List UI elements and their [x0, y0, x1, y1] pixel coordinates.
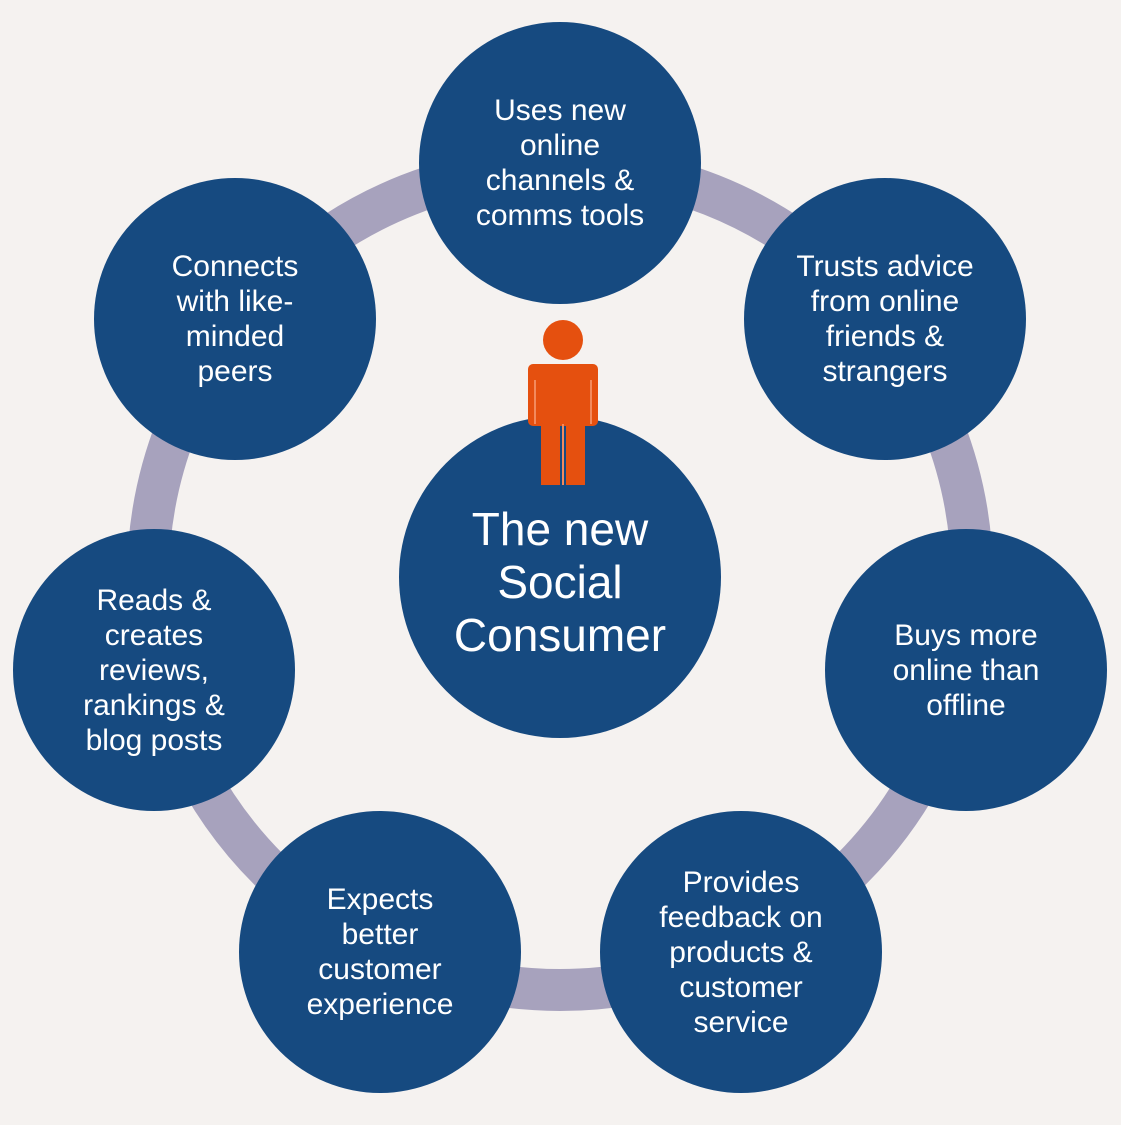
- node-provides-feedback: Provides feedback on products & customer…: [600, 811, 882, 1093]
- node-label: Uses new online channels & comms tools: [475, 94, 645, 232]
- node-label: Buys more online than offline: [892, 618, 1040, 722]
- node-label: Provides feedback on products & customer…: [659, 865, 823, 1039]
- node-expects-better-experience: Expects better customer experience: [239, 811, 521, 1093]
- node-connects-with-peers: Connects with like- minded peers: [94, 178, 376, 460]
- center-title: The new Social Consumer: [453, 502, 667, 661]
- node-trusts-advice: Trusts advice from online friends & stra…: [744, 178, 1026, 460]
- node-reads-creates-reviews: Reads & creates reviews, rankings & blog…: [13, 529, 295, 811]
- person-icon: [528, 320, 598, 485]
- node-label: Expects better customer experience: [306, 883, 454, 1021]
- node-buys-more-online: Buys more online than offline: [825, 529, 1107, 811]
- node-uses-new-online-channels: Uses new online channels & comms tools: [419, 22, 701, 304]
- node-label: Reads & creates reviews, rankings & blog…: [83, 583, 225, 757]
- node-label: Connects with like- minded peers: [171, 250, 299, 388]
- node-label: Trusts advice from online friends & stra…: [796, 250, 974, 388]
